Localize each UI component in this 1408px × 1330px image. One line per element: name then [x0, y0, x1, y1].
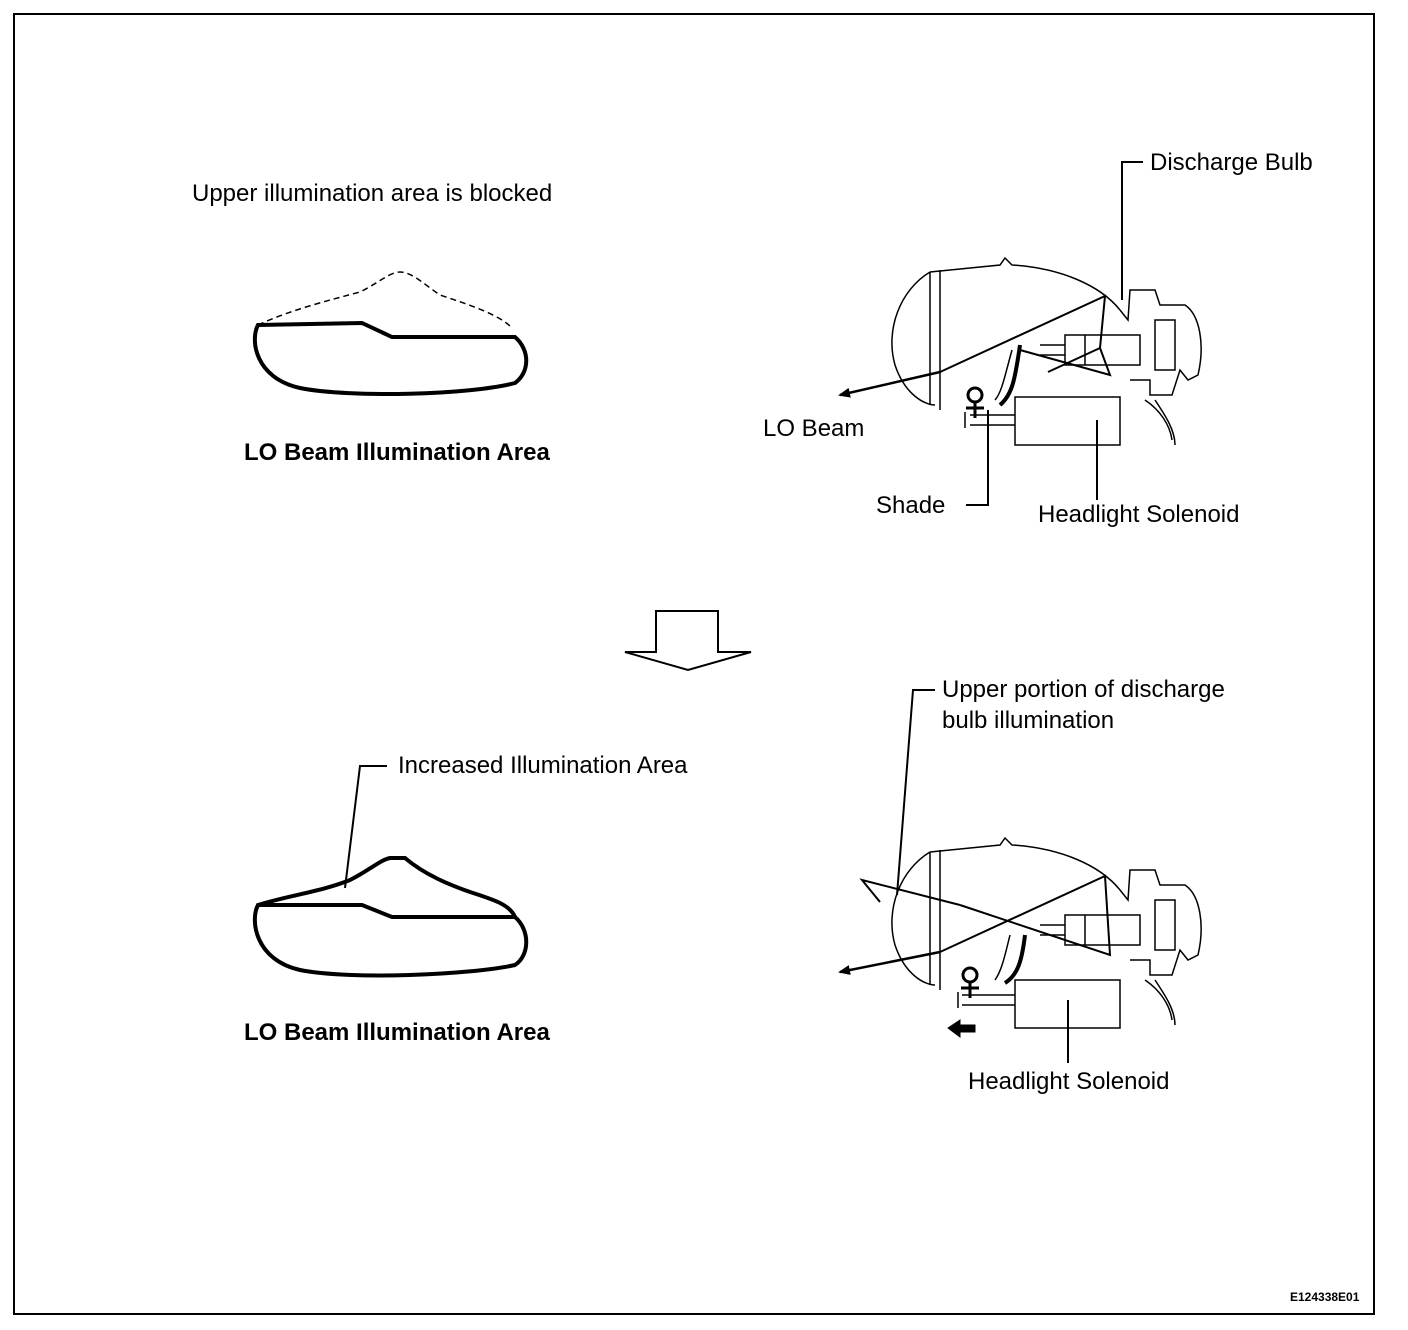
bottom-beam-area-shape: [252, 765, 529, 978]
upper-portion-label-line1: Upper portion of discharge: [942, 676, 1225, 703]
top-headlight-section: [838, 161, 1202, 506]
top-solenoid-label: Headlight Solenoid: [1038, 501, 1240, 528]
upper-portion-label-line2: bulb illumination: [942, 707, 1115, 734]
increased-area-label: Increased Illumination Area: [398, 752, 688, 779]
bottom-area-title: LO Beam Illumination Area: [244, 1019, 550, 1046]
transition-arrow: [624, 610, 752, 672]
discharge-bulb-label: Discharge Bulb: [1150, 149, 1313, 176]
bottom-solenoid-label: Headlight Solenoid: [968, 1068, 1170, 1095]
figure-id: E124338E01: [1290, 1290, 1360, 1304]
blocked-caption: Upper illumination area is blocked: [192, 180, 553, 207]
figure-frame: [13, 13, 1375, 1315]
lo-beam-label: LO Beam: [763, 415, 865, 442]
shade-label: Shade: [876, 492, 946, 519]
top-area-title: LO Beam Illumination Area: [244, 439, 550, 466]
bottom-headlight-section: [838, 689, 1202, 1063]
top-beam-area-shape: [252, 271, 529, 397]
